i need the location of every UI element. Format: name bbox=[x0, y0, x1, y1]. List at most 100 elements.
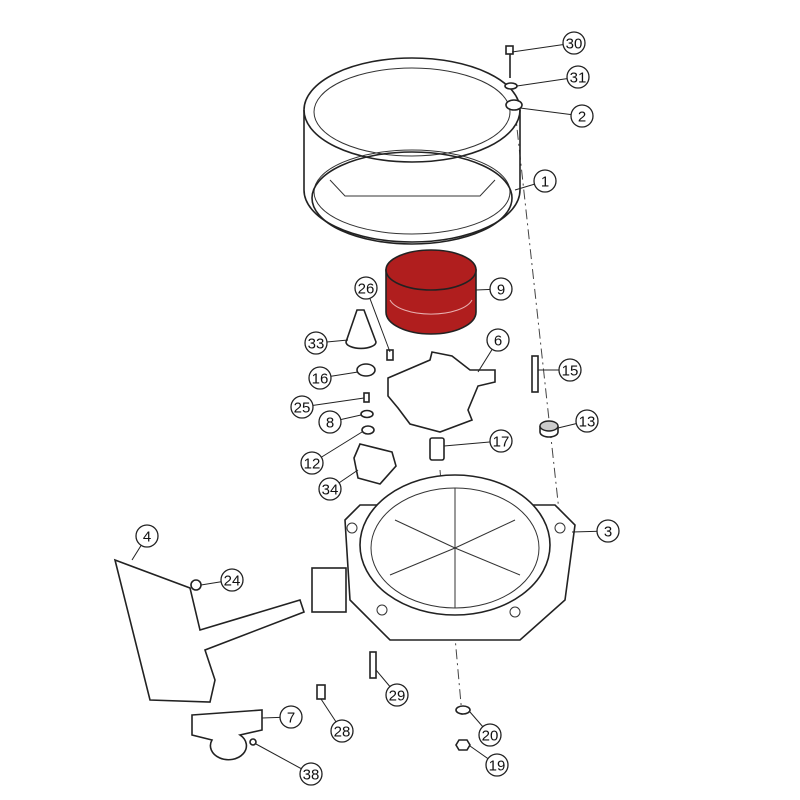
callout-circle bbox=[562, 31, 586, 55]
callout-number: 16 bbox=[312, 371, 329, 388]
part-15-pin[interactable] bbox=[531, 355, 539, 393]
callout-20[interactable]: 20 bbox=[478, 723, 502, 747]
callout-circle bbox=[354, 276, 378, 300]
callout-circle bbox=[318, 410, 342, 434]
callout-13[interactable]: 13 bbox=[575, 409, 599, 433]
callout-number: 26 bbox=[358, 281, 375, 298]
callout-circle bbox=[558, 358, 582, 382]
callout-circle bbox=[478, 723, 502, 747]
leader-lines bbox=[131, 42, 609, 775]
callout-28[interactable]: 28 bbox=[330, 719, 354, 743]
part-4-bracket[interactable] bbox=[113, 558, 306, 703]
callout-3[interactable]: 3 bbox=[596, 519, 620, 543]
callout-8[interactable]: 8 bbox=[318, 410, 342, 434]
callout-26[interactable]: 26 bbox=[354, 276, 378, 300]
callout-circle bbox=[299, 762, 323, 786]
callout-circle bbox=[575, 409, 599, 433]
part-1-ring[interactable] bbox=[303, 57, 521, 245]
callout-number: 13 bbox=[579, 414, 596, 431]
callout-34[interactable]: 34 bbox=[318, 477, 342, 501]
part-2-lug[interactable] bbox=[505, 99, 523, 111]
callout-circle bbox=[279, 705, 303, 729]
part-16-clip[interactable] bbox=[356, 363, 376, 377]
part-28-screw[interactable] bbox=[316, 684, 326, 700]
part-19-nut[interactable] bbox=[455, 739, 471, 751]
callout-circle bbox=[485, 753, 509, 777]
part-26-screw[interactable] bbox=[386, 349, 394, 361]
part-13-bushing[interactable] bbox=[539, 420, 559, 438]
callout-number: 33 bbox=[308, 336, 325, 353]
callout-number: 2 bbox=[578, 109, 586, 126]
callout-number: 9 bbox=[497, 282, 505, 299]
callout-number: 6 bbox=[494, 333, 502, 350]
part-9-filter-cylinder[interactable] bbox=[385, 249, 477, 335]
callout-17[interactable]: 17 bbox=[489, 429, 513, 453]
callout-2[interactable]: 2 bbox=[570, 104, 594, 128]
callout-circle bbox=[489, 277, 513, 301]
callout-number: 8 bbox=[326, 415, 334, 432]
part-24-screw[interactable] bbox=[190, 579, 202, 591]
callout-30[interactable]: 30 bbox=[562, 31, 586, 55]
callout-circle bbox=[489, 429, 513, 453]
callout-15[interactable]: 15 bbox=[558, 358, 582, 382]
callout-number: 17 bbox=[493, 434, 510, 451]
callout-6[interactable]: 6 bbox=[486, 328, 510, 352]
callout-circle bbox=[570, 104, 594, 128]
callout-number: 34 bbox=[322, 482, 339, 499]
callout-24[interactable]: 24 bbox=[220, 568, 244, 592]
callout-circle bbox=[135, 524, 159, 548]
callout-7[interactable]: 7 bbox=[279, 705, 303, 729]
callout-31[interactable]: 31 bbox=[566, 65, 590, 89]
callout-circle bbox=[385, 683, 409, 707]
callout-25[interactable]: 25 bbox=[290, 395, 314, 419]
callout-number: 20 bbox=[482, 728, 499, 745]
callout-4[interactable]: 4 bbox=[135, 524, 159, 548]
callout-29[interactable]: 29 bbox=[385, 683, 409, 707]
part-31-washer[interactable] bbox=[504, 82, 518, 90]
part-34-plate[interactable] bbox=[353, 443, 397, 485]
callout-number: 1 bbox=[541, 174, 549, 191]
callout-circle bbox=[533, 169, 557, 193]
callout-number: 25 bbox=[294, 400, 311, 417]
callout-number: 38 bbox=[303, 767, 320, 784]
callout-number: 24 bbox=[224, 573, 241, 590]
assembly-axis-right bbox=[514, 109, 561, 521]
callout-number: 29 bbox=[389, 688, 406, 705]
part-7-clamp[interactable] bbox=[191, 709, 263, 761]
callout-circle bbox=[486, 328, 510, 352]
part-25-screw[interactable] bbox=[363, 392, 370, 403]
callout-number: 12 bbox=[304, 456, 321, 473]
callout-circle bbox=[304, 331, 328, 355]
part-38-screw[interactable] bbox=[249, 738, 257, 746]
callout-33[interactable]: 33 bbox=[304, 331, 328, 355]
callout-1[interactable]: 1 bbox=[533, 169, 557, 193]
callout-number: 3 bbox=[604, 524, 612, 541]
callout-circle bbox=[300, 451, 324, 475]
part-30-bolt[interactable] bbox=[505, 45, 514, 78]
callout-number: 7 bbox=[287, 710, 295, 727]
callout-number: 15 bbox=[562, 363, 579, 380]
callout-circle bbox=[330, 719, 354, 743]
part-8-washer[interactable] bbox=[360, 409, 374, 419]
callout-38[interactable]: 38 bbox=[299, 762, 323, 786]
callout-number: 28 bbox=[334, 724, 351, 741]
callout-9[interactable]: 9 bbox=[489, 277, 513, 301]
part-20-washer[interactable] bbox=[455, 705, 471, 715]
part-17-sensor[interactable] bbox=[429, 437, 445, 461]
part-3-base[interactable] bbox=[311, 474, 576, 641]
callout-number: 4 bbox=[143, 529, 151, 546]
callout-19[interactable]: 19 bbox=[485, 753, 509, 777]
callout-circle bbox=[220, 568, 244, 592]
callout-circle bbox=[596, 519, 620, 543]
part-33-cone[interactable] bbox=[345, 309, 377, 350]
callout-number: 19 bbox=[489, 758, 506, 775]
part-6-plate[interactable] bbox=[387, 351, 496, 433]
part-29-screw[interactable] bbox=[369, 651, 377, 679]
part-12-nut[interactable] bbox=[361, 425, 375, 435]
callout-16[interactable]: 16 bbox=[308, 366, 332, 390]
callout-number: 30 bbox=[566, 36, 583, 53]
callout-circle bbox=[318, 477, 342, 501]
callout-12[interactable]: 12 bbox=[300, 451, 324, 475]
